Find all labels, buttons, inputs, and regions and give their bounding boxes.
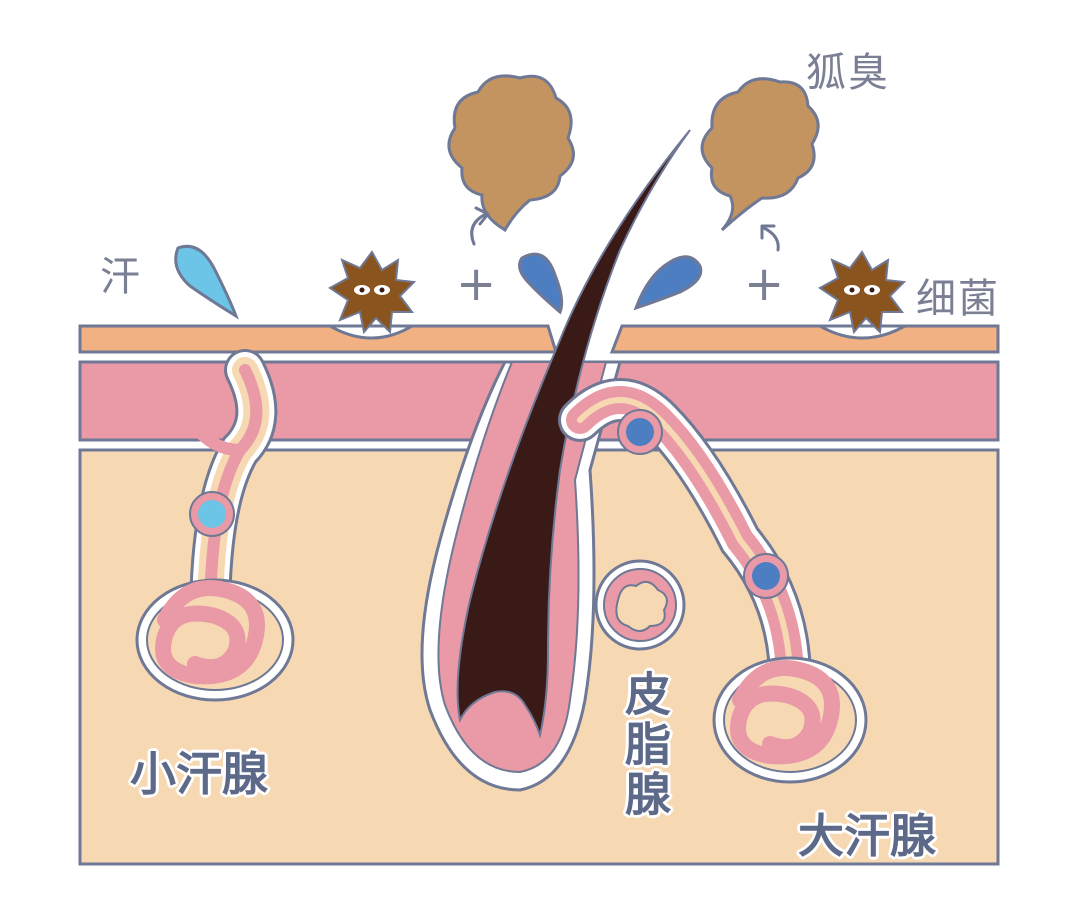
eccrine-coil [155, 580, 265, 685]
apocrine-coil [730, 660, 840, 765]
label-sweat: 汗 [100, 254, 142, 300]
plus-sign-left: + [456, 256, 499, 312]
epidermis-left [78, 324, 559, 354]
eccrine-duct-loop [176, 364, 246, 456]
sweat-drop-light-icon [174, 244, 239, 320]
odor-cloud-left-icon [447, 74, 575, 233]
odor-cloud-right-icon [700, 77, 820, 232]
label-apocrine-gland: 大汗腺 [798, 809, 936, 863]
bacteria-pit-right [814, 324, 911, 340]
sweat-drop-dark-left-icon [518, 252, 564, 315]
label-eccrine-gland: 小汗腺 [130, 747, 268, 801]
bacteria-pit-left [324, 324, 418, 340]
sebaceous-gland-lobes [615, 580, 668, 632]
arrow-up-right-head [760, 224, 776, 240]
arrow-up-right-icon [762, 226, 780, 252]
hair-shaft [456, 129, 691, 739]
label-sebaceous-gland: 皮脂腺 [618, 670, 672, 820]
label-bacteria: 细菌 [916, 276, 1000, 322]
label-odor: 狐臭 [806, 50, 890, 96]
eccrine-duct-inner [204, 364, 263, 626]
arrow-up-left-icon [470, 212, 488, 246]
apocrine-duct-lumen [577, 397, 793, 683]
epidermis-right [609, 324, 1000, 354]
plus-sign-right: + [744, 256, 787, 312]
bacteria-left-icon [328, 250, 417, 335]
apocrine-duct-node-1-core [626, 418, 654, 446]
bacteria-right-icon [818, 250, 907, 335]
apocrine-duct-node-2-core [752, 562, 780, 590]
sweat-drop-dark-right-icon [633, 255, 703, 311]
arrow-up-left-head [474, 206, 490, 226]
eccrine-duct-node-core [198, 500, 226, 528]
